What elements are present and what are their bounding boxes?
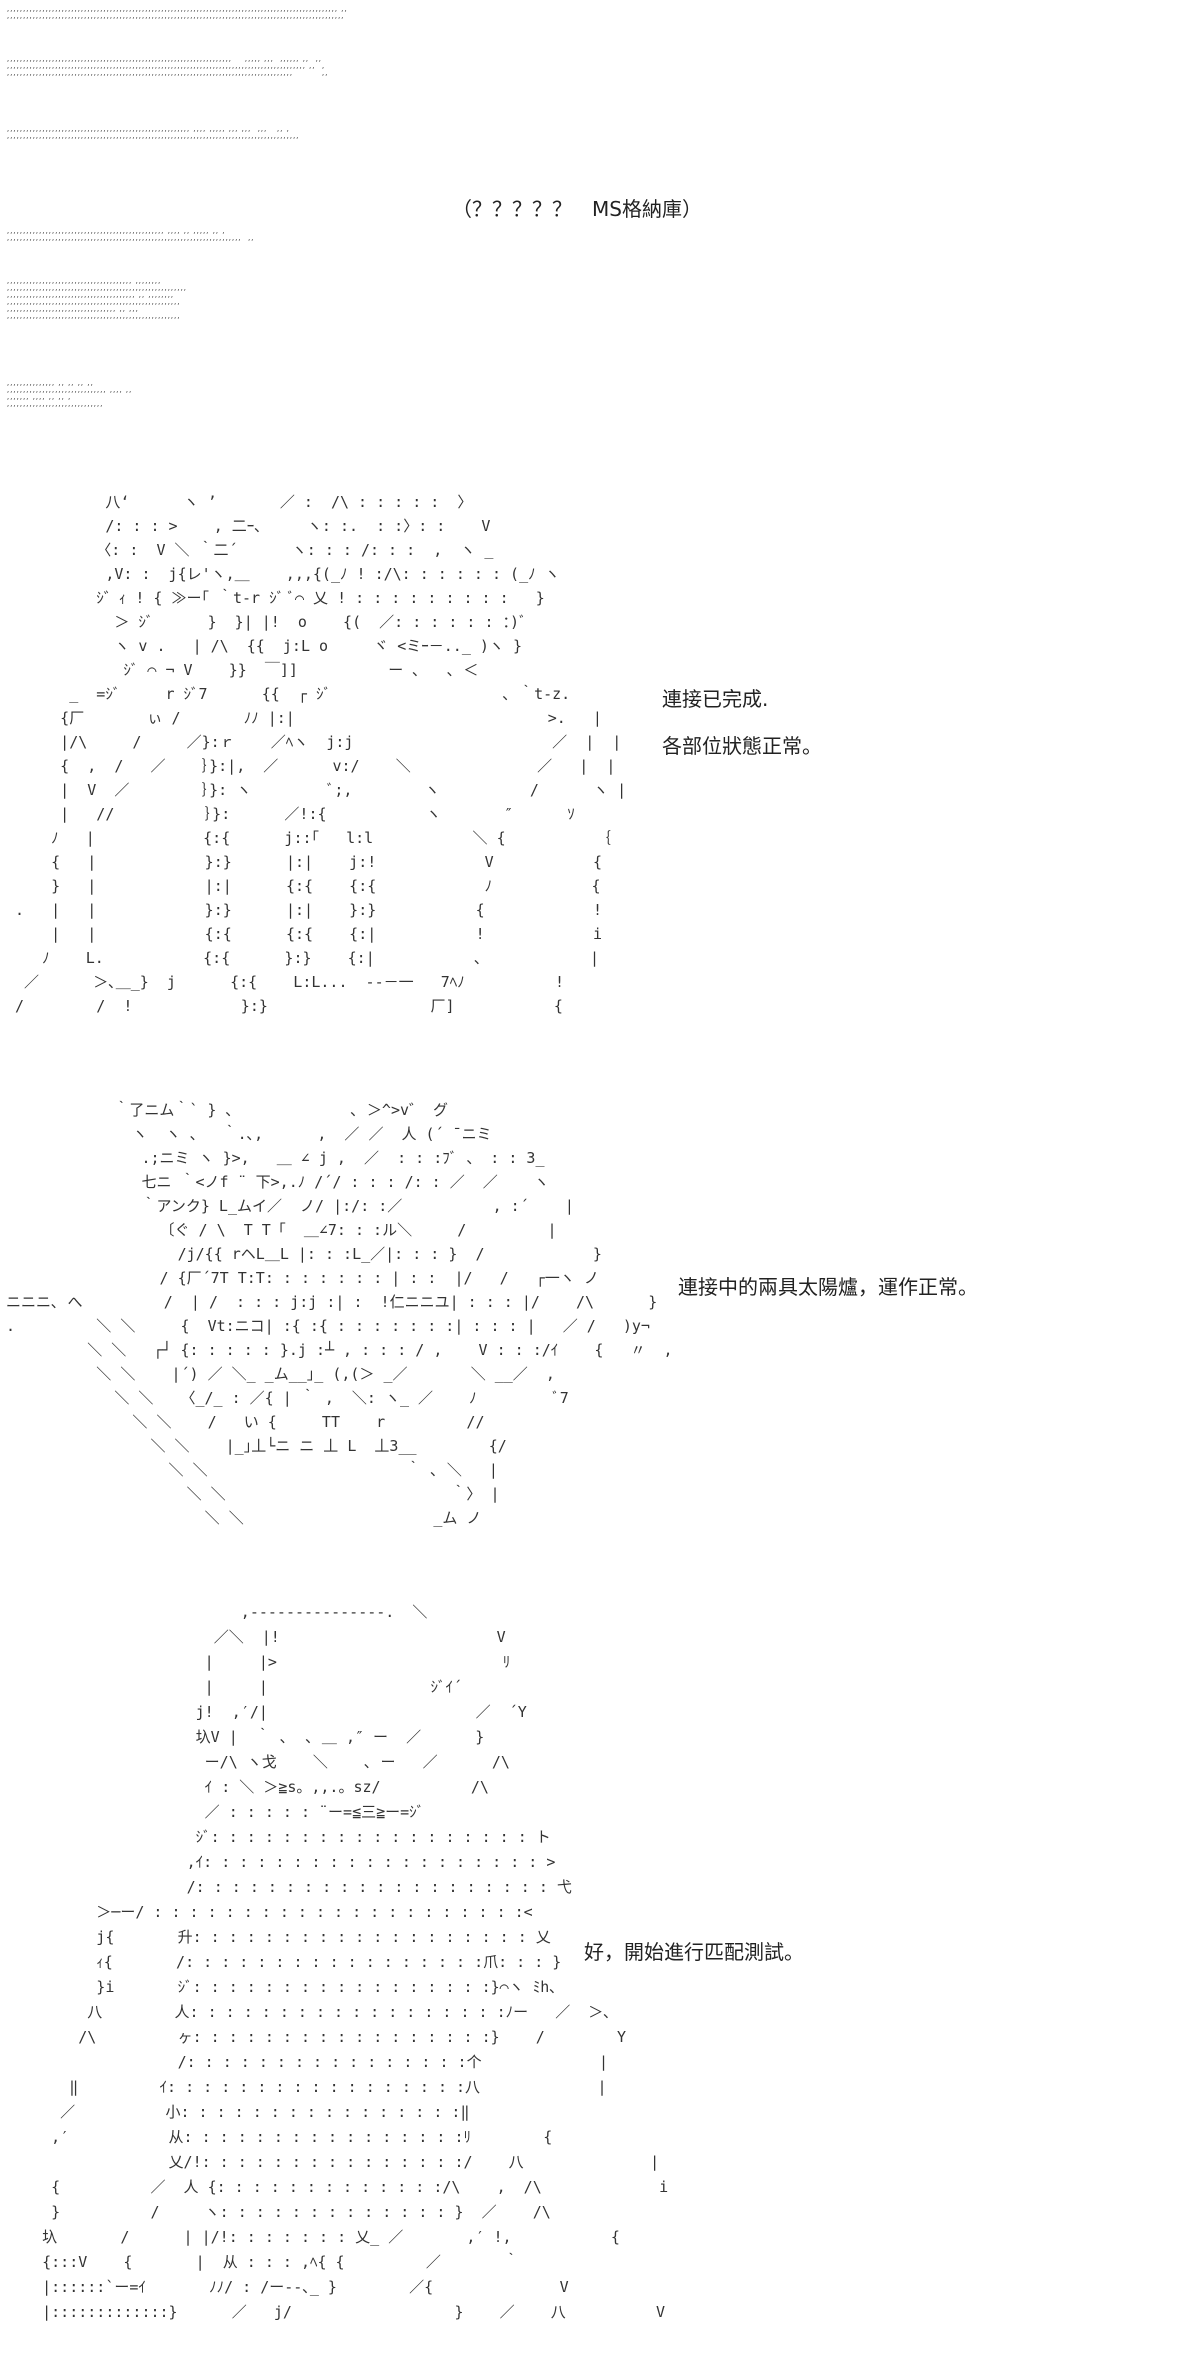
- caption-panel-3-line-1: 好，開始進行匹配測試。: [584, 1940, 804, 1964]
- scene-title: （？？？？？ MS格納庫）: [452, 197, 702, 221]
- ascii-art-panel-1: 八‘ ヽ ’ ／ : /\ : : : : : 〉 /: : : > , 二ｰ､…: [15, 493, 627, 1015]
- caption-panel-1-line-2: 各部位狀態正常。: [662, 734, 822, 758]
- dotted-text-row-5: ,,,,,,,,,,,,,,,,,,,,,,,,,,,,,,,,,,,,,,, …: [6, 277, 187, 320]
- dotted-text-row-2: ,,,,,,,,,,,,,,,,,,,,,,,,,,,,,,,,,,,,,,,,…: [6, 55, 328, 77]
- dotted-text-row-4: ,,,,,,,,,,,,,,,,,,,,,,,,,,,,,,,,,,,,,,,,…: [6, 227, 255, 242]
- ascii-art-panel-2: ｀了ニム｀` } ､ ､ ＞^>v゛ グ ヽ ヽ 、 ｀.､, , ／ ／ 人 …: [6, 1101, 673, 1527]
- dotted-text-row-3: ,,,,,,,,,,,,,,,,,,,,,,,,,,,,,,,,,,,,,,,,…: [6, 125, 300, 140]
- caption-panel-2-line-1: 連接中的兩具太陽爐，運作正常。: [678, 1275, 978, 1299]
- ascii-art-panel-3: ,-‐‐‐‐‐‐‐‐‐‐‐‐‐‐. ＼ ／＼ |! V | |> ﾘ | | ｼ…: [42, 1603, 669, 2321]
- dotted-text-row-6: ,,,,,,,,,,,,,,, ,, ,, ,, ,, ,,,,,,,,,,,,…: [6, 379, 132, 408]
- dotted-text-row-1: ,,,,,,,,,,,,,,,,,,,,,,,,,,,,,,,,,,,,,,,,…: [6, 5, 348, 20]
- caption-panel-1-line-1: 連接已完成.: [662, 687, 769, 711]
